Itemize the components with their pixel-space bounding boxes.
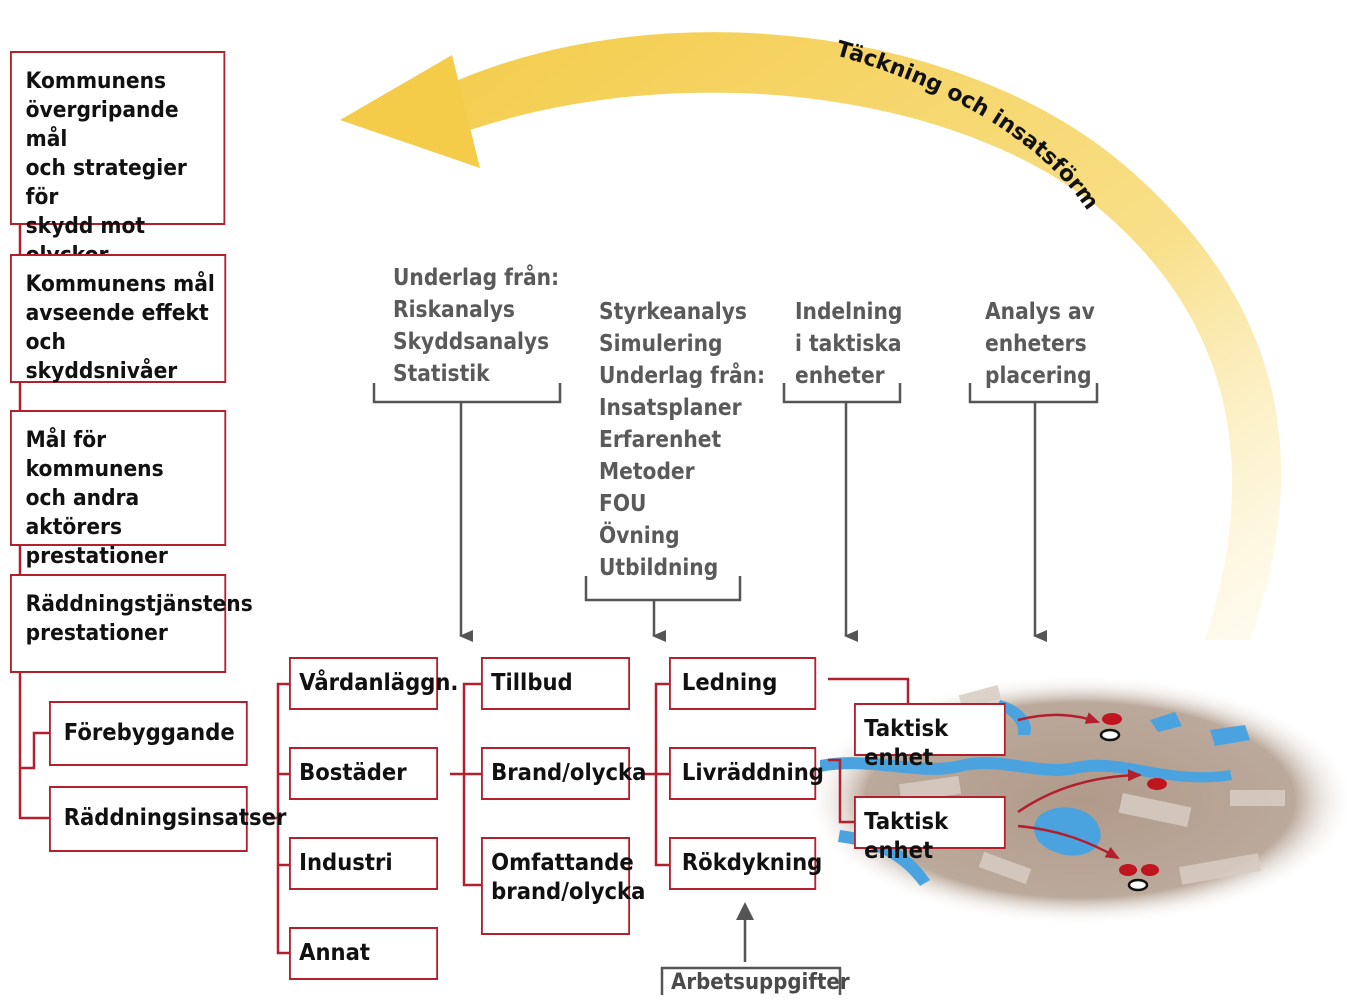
event-box-incident: Tillbud <box>481 657 631 710</box>
event-label: Brand/olycka <box>491 760 647 786</box>
hierarchy-box-label: Mål för kommunens och andra aktörers pre… <box>25 428 168 569</box>
object-label: Vårdanläggn. <box>299 670 459 696</box>
work-tasks-label: Arbetsuppgifter <box>671 970 850 995</box>
unit-label: Taktisk enhet <box>864 809 949 864</box>
input-label-risk-analysis: Underlag från: Riskanalys Skyddsanalys S… <box>393 265 560 387</box>
hierarchy-box-label: Kommunens övergripande mål och strategie… <box>25 69 187 268</box>
input-label-strength-analysis: Styrkeanalys Simulering Underlag från: I… <box>599 299 766 581</box>
service-label: Räddningsinsatser <box>63 805 287 831</box>
task-label: Ledning <box>681 670 778 696</box>
event-box-major-fire-accident: Omfattande brand/olycka <box>481 837 646 935</box>
task-box-lifesaving: Livräddning <box>669 747 824 800</box>
task-box-smoke-diving: Rökdykning <box>669 837 823 890</box>
task-label: Livräddning <box>681 760 824 786</box>
object-label: Annat <box>299 940 371 966</box>
service-box-rescue: Räddningsinsatser <box>49 786 287 852</box>
object-label: Bostäder <box>299 760 407 786</box>
input-label-placement-analysis: Analys av enheters placering <box>985 299 1095 389</box>
hierarchy-box-overall-goals: Kommunens övergripande mål och strategie… <box>10 51 226 268</box>
hierarchy-box-label: Räddningstjänstens prestationer <box>25 592 253 646</box>
object-box-other: Annat <box>289 927 439 980</box>
object-box-industry: Industri <box>289 837 439 890</box>
unit-arrows <box>1017 712 1142 860</box>
hierarchy-box-effect-goals: Kommunens mål avseende effekt och skydds… <box>10 254 227 384</box>
task-label: Rökdykning <box>681 850 823 876</box>
service-box-prevention: Förebyggande <box>49 701 248 766</box>
event-box-fire-accident: Brand/olycka <box>481 747 647 800</box>
input-label-tactical-division: Indelning i taktiska enheter <box>795 299 903 389</box>
task-arrow-head <box>736 902 754 920</box>
hierarchy-box-performance-goals: Mål för kommunens och andra aktörers pre… <box>10 410 227 569</box>
coverage-arc-arrow <box>340 32 1282 641</box>
tactical-unit-box: Taktisk enhet <box>854 703 1006 771</box>
service-label: Förebyggande <box>63 720 235 746</box>
unit-markers <box>1099 713 1167 892</box>
hierarchy-box-rescue-performance: Räddningstjänstens prestationer <box>10 574 253 673</box>
hierarchy-box-label: Kommunens mål avseende effekt och skydds… <box>25 272 215 384</box>
object-box-housing: Bostäder <box>289 747 439 800</box>
event-label: Tillbud <box>491 670 573 696</box>
object-label: Industri <box>299 850 393 876</box>
tree-connectors <box>18 224 910 955</box>
event-label: Omfattande brand/olycka <box>491 850 646 905</box>
object-box-care-facility: Vårdanläggn. <box>289 657 459 710</box>
tactical-unit-box: Taktisk enhet <box>854 796 1006 864</box>
input-brackets <box>372 383 1099 995</box>
task-box-command: Ledning <box>669 657 817 710</box>
unit-label: Taktisk enhet <box>864 716 949 771</box>
